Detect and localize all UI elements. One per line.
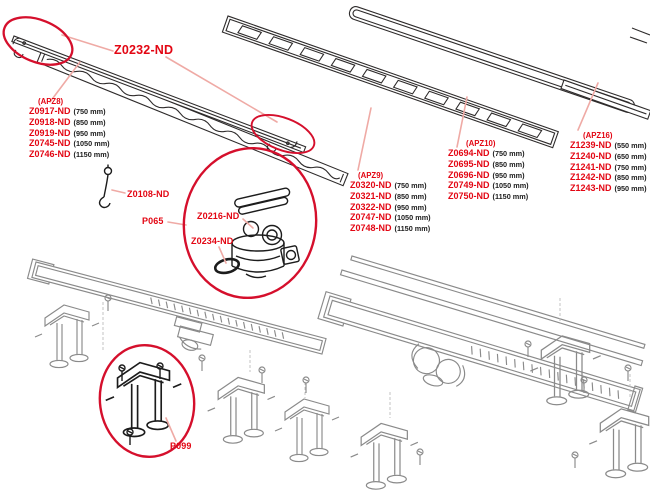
callout-grate-end-clip: Z0232-ND xyxy=(114,43,174,57)
support-stands xyxy=(34,304,650,490)
part-row: Z0696-ND(950 mm) xyxy=(448,169,525,180)
gasket-ring xyxy=(213,257,241,275)
callout-gasket: Z0234-ND xyxy=(191,236,234,246)
siphon-assembly-drawing xyxy=(213,187,300,279)
part-group-apz16: (APZ16) Z1239-ND(550 mm) Z1240-ND(650 mm… xyxy=(570,131,647,194)
part-row: Z1241-ND(750 mm) xyxy=(570,161,647,172)
channel-right-drawing xyxy=(317,290,644,413)
part-row: Z0695-ND(850 mm) xyxy=(448,159,525,170)
highlight-ellipses xyxy=(2,16,318,459)
part-group-apz9: (APZ9) Z0320-ND(750 mm) Z0321-ND(850 mm)… xyxy=(350,171,431,234)
grate-strip-drawing xyxy=(11,35,307,154)
channel-left-drawing xyxy=(26,258,327,355)
callout-hanger: Z0108-ND xyxy=(127,189,170,199)
part-row: Z0919-ND(950 mm) xyxy=(29,127,106,138)
part-row: Z1240-ND(650 mm) xyxy=(570,151,647,162)
part-group-apz8: (APZ8) Z0917-ND(750 mm) Z0918-ND(850 mm)… xyxy=(29,97,110,160)
part-row: Z0918-ND(850 mm) xyxy=(29,117,106,128)
part-row: Z0750-ND(1150 mm) xyxy=(448,191,529,202)
part-row: Z0749-ND(1050 mm) xyxy=(448,180,529,191)
part-row: Z0320-ND(750 mm) xyxy=(350,180,427,191)
group-model-label: (APZ16) xyxy=(583,131,613,140)
callout-collar: P065 xyxy=(142,216,164,226)
part-row: Z0747-ND(1050 mm) xyxy=(350,212,431,223)
grate-ladder-drawing xyxy=(221,15,560,149)
part-row: Z1239-ND(550 mm) xyxy=(570,140,647,151)
callout-insert: Z0216-ND xyxy=(197,211,240,221)
part-row: Z0321-ND(850 mm) xyxy=(350,191,427,202)
part-row: Z1242-ND(850 mm) xyxy=(570,172,647,183)
part-row: Z1243-ND(950 mm) xyxy=(570,183,647,194)
part-row: Z0917-ND(750 mm) xyxy=(29,106,106,117)
part-row: Z0694-ND(750 mm) xyxy=(448,148,525,159)
part-group-apz10: (APZ10) Z0694-ND(750 mm) Z0695-ND(850 mm… xyxy=(448,139,529,202)
leader-lines xyxy=(49,34,599,442)
assembly-guides xyxy=(102,294,632,469)
corner-profile-lines xyxy=(629,27,650,44)
part-row: Z0322-ND(950 mm) xyxy=(350,201,427,212)
part-row: Z0746-ND(1150 mm) xyxy=(29,149,110,160)
part-row: Z0748-ND(1150 mm) xyxy=(350,223,431,234)
grate-frame-end-drawing xyxy=(560,79,650,120)
group-model-label: (APZ9) xyxy=(358,171,384,180)
channel-right-rails xyxy=(339,255,646,367)
group-model-label: (APZ10) xyxy=(466,139,496,148)
part-row: Z0745-ND(1050 mm) xyxy=(29,138,110,149)
feet-set-drawing xyxy=(104,361,183,446)
group-model-label: (APZ8) xyxy=(38,97,64,106)
hanger-hook-icon xyxy=(98,164,113,209)
callout-feet: P099 xyxy=(170,441,192,451)
